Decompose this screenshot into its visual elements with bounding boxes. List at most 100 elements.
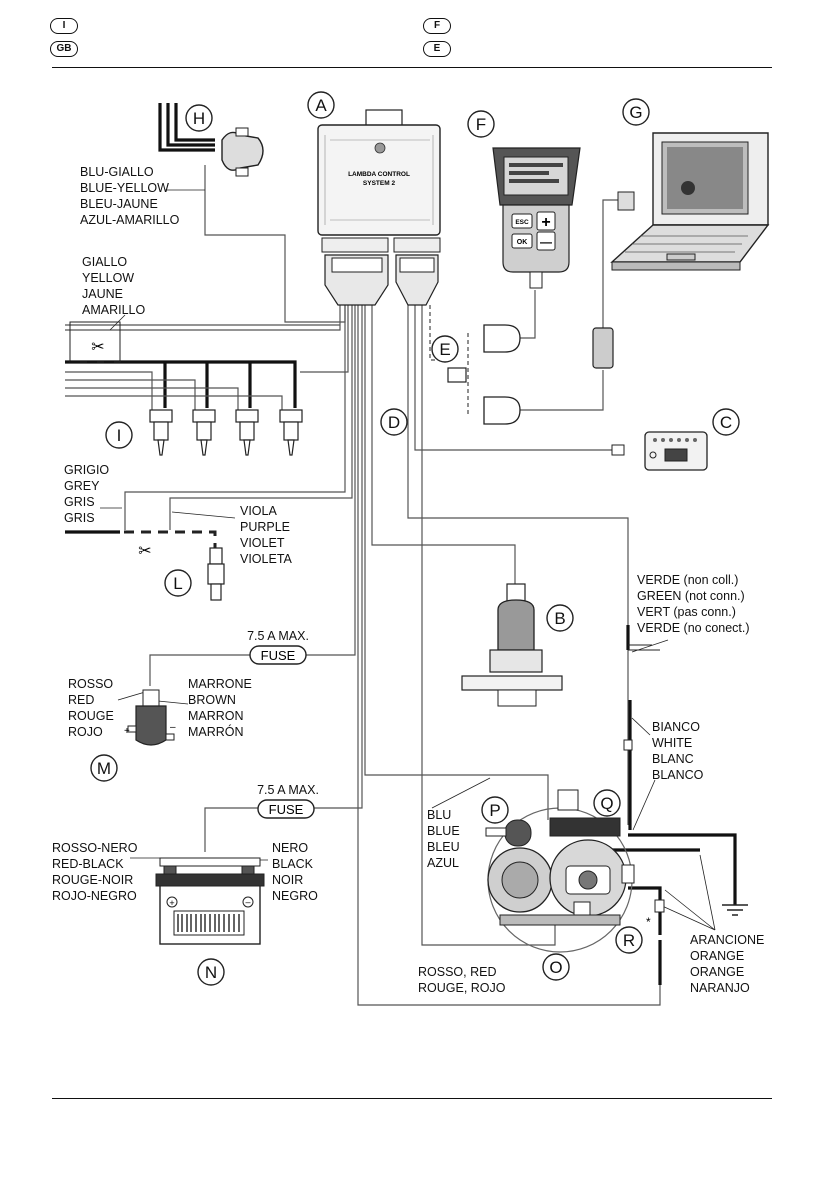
green-open-end (628, 644, 660, 651)
svg-text:RED: RED (68, 693, 94, 707)
svg-text:BLANC: BLANC (652, 752, 694, 766)
ecu-lambda-control: LAMBDA CONTROL SYSTEM 2 (317, 109, 441, 306)
gas-solenoid-valve (461, 583, 563, 707)
label-white: BIANCO WHITE BLANC BLANCO (652, 720, 704, 782)
svg-text:GREY: GREY (64, 479, 100, 493)
barcode (177, 914, 240, 932)
lambda-signal-cut (124, 530, 217, 548)
battery-fuse-label: FUSE (269, 802, 304, 817)
label-brown-coil: MARRONE BROWN MARRON MARRÓN (188, 677, 252, 739)
svg-text:BIANCO: BIANCO (652, 720, 700, 734)
language-badge-spanish: E (423, 41, 451, 57)
battery-fuse-wire (204, 305, 363, 852)
header-rule (52, 67, 772, 68)
svg-text:BLU: BLU (427, 808, 451, 822)
svg-text:ROUGE-NOIR: ROUGE-NOIR (52, 873, 133, 887)
svg-text:GREEN (not conn.): GREEN (not conn.) (637, 589, 745, 603)
label-p: P (489, 801, 500, 820)
h-wire-2 (166, 103, 215, 147)
leader-blue (431, 777, 491, 809)
laptop-computer (610, 132, 770, 271)
svg-text:BLEU-JAUNE: BLEU-JAUNE (80, 197, 158, 211)
label-d: D (388, 413, 400, 432)
svg-text:ROSSO-NERO: ROSSO-NERO (52, 841, 138, 855)
svg-text:–: – (245, 897, 250, 907)
svg-text:BLUE-YELLOW: BLUE-YELLOW (80, 181, 169, 195)
changeover-switch (611, 431, 708, 471)
coil-fuse-rating: 7.5 A MAX. (247, 629, 309, 643)
svg-text:GIALLO: GIALLO (82, 255, 127, 269)
svg-text:BLEU: BLEU (427, 840, 460, 854)
scissors-icon: ✂ (91, 339, 104, 356)
white-wire-connector (623, 739, 633, 751)
petrol-injectors (149, 409, 303, 456)
h-wire-1 (158, 103, 215, 152)
svg-text:BLACK: BLACK (272, 857, 314, 871)
svg-text:YELLOW: YELLOW (82, 271, 134, 285)
svg-text:BROWN: BROWN (188, 693, 236, 707)
svg-text:NEGRO: NEGRO (272, 889, 318, 903)
yellow-wire (65, 305, 341, 331)
ground-symbol (722, 904, 748, 916)
leader-white (631, 717, 651, 736)
valve-b-wire (371, 305, 516, 585)
label-h: H (193, 109, 205, 128)
keypad-minus: — (540, 235, 552, 249)
label-o: O (549, 958, 562, 977)
lambda-sensor (207, 547, 225, 601)
wiring (65, 103, 748, 1006)
language-badge-french: F (423, 18, 451, 34)
green-wire (407, 305, 629, 825)
label-blue-yellow: BLU-GIALLO BLUE-YELLOW BLEU-JAUNE AZUL-A… (80, 165, 180, 227)
svg-text:VERDE (no conect.): VERDE (no conect.) (637, 621, 750, 635)
q-ground-wire (628, 833, 737, 905)
svg-text:ORANGE: ORANGE (690, 965, 744, 979)
coil-fuse-label: FUSE (261, 648, 296, 663)
scissors-icon-lambda: ✂ (138, 543, 151, 560)
keypad-ok: OK (517, 239, 528, 246)
svg-text:AZUL: AZUL (427, 856, 459, 870)
orange-wire (628, 886, 662, 935)
svg-text:WHITE: WHITE (652, 736, 692, 750)
svg-text:+: + (124, 726, 130, 737)
svg-text:BLANCO: BLANCO (652, 768, 704, 782)
leader-purple (171, 511, 236, 519)
svg-text:NARANJO: NARANJO (690, 981, 750, 995)
svg-text:VIOLET: VIOLET (240, 536, 285, 550)
injector-return (300, 305, 349, 373)
svg-text:VIOLETA: VIOLETA (240, 552, 293, 566)
label-n: N (205, 963, 217, 982)
leader-white-2 (632, 779, 656, 831)
ecu-label-line2: SYSTEM 2 (363, 180, 396, 187)
diagnostic-interface (447, 324, 614, 425)
label-red-black: ROSSO-NERO RED-BLACK ROUGE-NOIR ROJO-NEG… (52, 841, 138, 903)
svg-text:RED-BLACK: RED-BLACK (52, 857, 124, 871)
purple-wire (169, 305, 353, 530)
h-sensor-connector (221, 127, 264, 177)
injector-harness-main (65, 360, 297, 408)
svg-text:ROJO-NEGRO: ROJO-NEGRO (52, 889, 137, 903)
injector-signal-3 (65, 387, 239, 410)
label-c: C (720, 413, 732, 432)
label-e: E (439, 340, 450, 359)
label-black: NERO BLACK NOIR NEGRO (272, 841, 318, 903)
orange-wire-connector (654, 899, 665, 913)
label-blue: BLU BLUE BLEU AZUL (427, 808, 460, 870)
switch-c-wire (414, 305, 612, 451)
o-connector (573, 901, 591, 917)
label-m: M (97, 759, 111, 778)
svg-text:GRIS: GRIS (64, 495, 95, 509)
component-letters (90, 91, 740, 986)
svg-text:ROUGE: ROUGE (68, 709, 114, 723)
label-grey: GRIGIO GREY GRIS GRIS (64, 463, 109, 525)
svg-text:PURPLE: PURPLE (240, 520, 290, 534)
label-l: L (173, 574, 182, 593)
injector-signal-2 (65, 379, 196, 410)
svg-text:AMARILLO: AMARILLO (82, 303, 145, 317)
asterisk: * (646, 915, 651, 929)
leader-green (631, 639, 669, 653)
injector-3 (235, 409, 259, 456)
label-red-coil: ROSSO RED ROUGE ROJO (68, 677, 114, 739)
